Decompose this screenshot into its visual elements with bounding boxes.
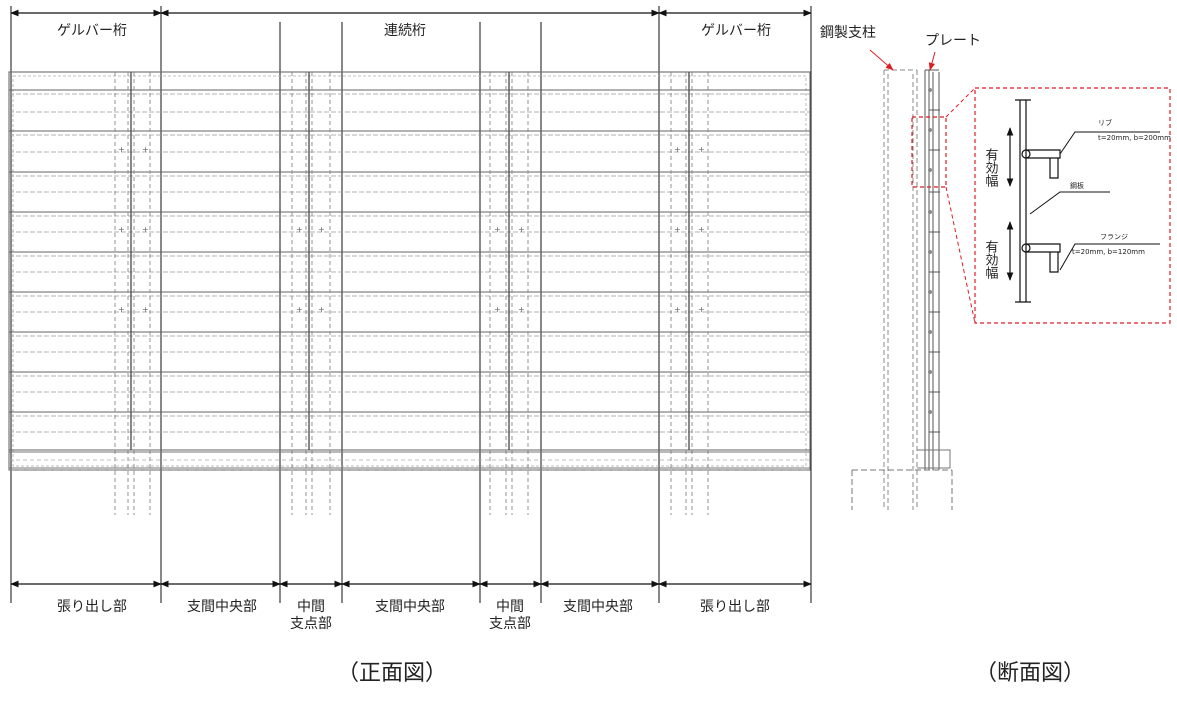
svg-text:+: + <box>142 225 149 234</box>
svg-text:+: + <box>674 225 681 234</box>
caption-section-view: （断面図） <box>975 661 1085 686</box>
svg-text:+: + <box>118 305 125 314</box>
label-gerber-girder-left: ゲルバー桁 <box>57 23 127 39</box>
svg-text:+: + <box>518 225 525 234</box>
label-span-center-1: 支間中央部 <box>187 599 257 615</box>
svg-text:+: + <box>142 145 149 154</box>
division-lines <box>10 6 812 603</box>
svg-text:+: + <box>698 305 705 314</box>
svg-text:+: + <box>494 305 501 314</box>
svg-text:+: + <box>296 305 303 314</box>
label-intermediate-2a: 中間 <box>496 599 524 615</box>
section-view: 鋼製支柱 プレート 有効幅 有効幅 <box>820 25 1171 686</box>
svg-text:+: + <box>118 225 125 234</box>
label-rib: リブ <box>1098 118 1112 127</box>
svg-text:+: + <box>674 305 681 314</box>
label-intermediate-2b: 支点部 <box>489 616 531 632</box>
svg-text:+: + <box>698 225 705 234</box>
front-view: + + + + + + + + + + + + + + + + + + + + <box>8 6 812 686</box>
label-intermediate-1a: 中間 <box>297 599 325 615</box>
caption-front-view: （正面図） <box>337 661 447 686</box>
svg-text:+: + <box>518 305 525 314</box>
wall-panel: + + + + + + + + + + + + + + + + + + + + <box>8 71 811 515</box>
svg-text:+: + <box>494 225 501 234</box>
label-effective-width-2: 有効幅 <box>983 240 999 280</box>
svg-text:+: + <box>318 225 325 234</box>
label-gerber-girder-right: ゲルバー桁 <box>701 23 771 39</box>
steel-post <box>883 69 918 510</box>
svg-text:+: + <box>118 145 125 154</box>
label-overhang-left: 張り出し部 <box>57 599 127 615</box>
label-span-center-2: 支間中央部 <box>375 599 445 615</box>
detail-source-box <box>911 116 947 188</box>
detail-box <box>974 87 1171 324</box>
label-continuous-girder: 連続桁 <box>384 22 426 39</box>
label-plate: プレート <box>925 33 981 49</box>
label-flange-spec: t=20mm, b=120mm <box>1072 248 1145 256</box>
detail-drawing <box>1015 99 1061 303</box>
label-steel-post: 鋼製支柱 <box>820 25 876 41</box>
section-base <box>851 449 953 510</box>
label-flange: フランジ <box>1100 233 1128 241</box>
label-effective-width-1: 有効幅 <box>983 148 999 188</box>
label-steel-plate: 鋼板 <box>1070 181 1084 190</box>
label-intermediate-1b: 支点部 <box>290 616 332 632</box>
svg-text:+: + <box>318 305 325 314</box>
label-rib-spec: t=20mm, b=200mm <box>1098 134 1171 142</box>
label-span-center-3: 支間中央部 <box>563 599 633 615</box>
svg-text:+: + <box>296 225 303 234</box>
svg-text:+: + <box>142 305 149 314</box>
plate-profile <box>924 69 940 470</box>
svg-text:+: + <box>674 145 681 154</box>
label-overhang-right: 張り出し部 <box>700 599 770 615</box>
svg-text:+: + <box>698 145 705 154</box>
